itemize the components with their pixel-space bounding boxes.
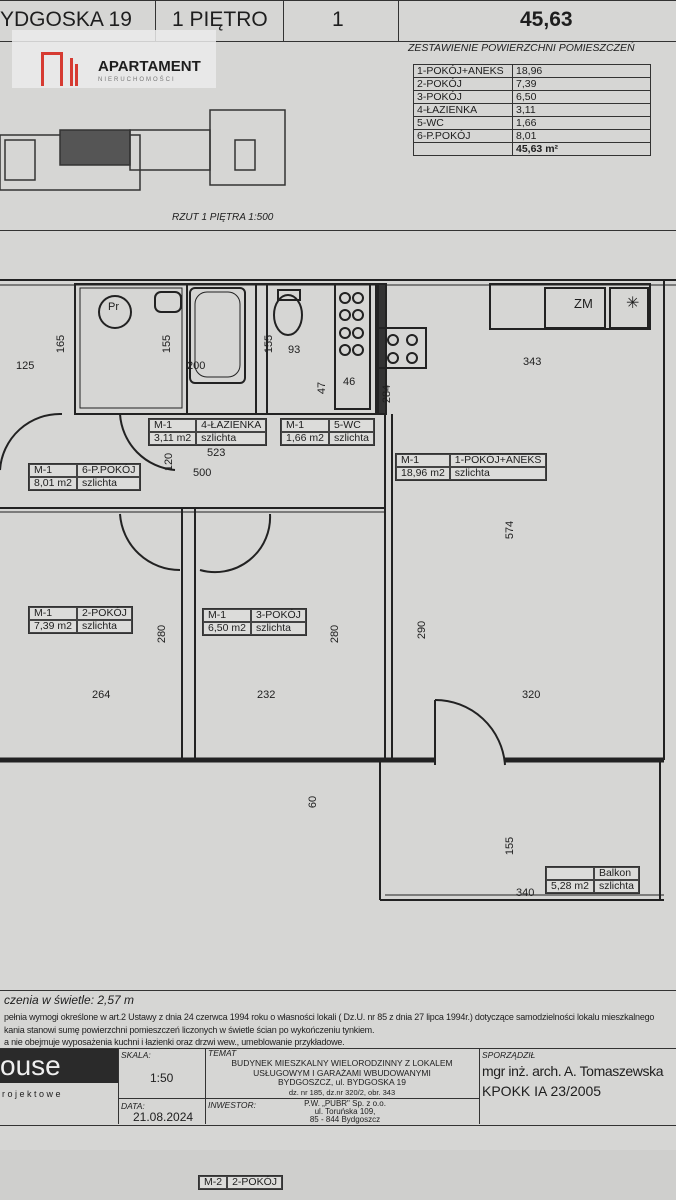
room-area: 3,11 — [512, 103, 651, 117]
header-row: YDGOSKA 19 1 PIĘTRO 1 45,63 — [0, 0, 676, 42]
brand-name: ouse — [0, 1050, 61, 1081]
dimension: 343 — [523, 356, 542, 368]
date-value: 21.08.2024 — [133, 1110, 194, 1124]
investor-label: INWESTOR: — [208, 1100, 257, 1110]
author-label: SPORZĄDZIŁ — [482, 1050, 536, 1060]
site-plan — [0, 109, 286, 191]
ceiling-height-note: czenia w świetle: 2,57 m — [4, 993, 135, 1007]
header-count: 1 — [332, 8, 344, 31]
dimension: 523 — [207, 447, 226, 459]
logo-mark-icon — [41, 52, 63, 86]
dimension: 264 — [92, 689, 111, 701]
note-line-1: pełnia wymogi określone w art.2 Ustawy z… — [4, 1012, 655, 1022]
room-name: 6-P.POKÓJ — [413, 129, 513, 143]
site-plan-caption: RZUT 1 PIĘTRA 1:500 — [172, 212, 274, 223]
scale-label: SKALA: — [121, 1050, 151, 1060]
topic: BUDYNEK MIESZKALNY WIELORODZINNY Z LOKAL… — [231, 1058, 453, 1097]
dimension: 232 — [257, 689, 276, 701]
author: mgr inż. arch. A. Tomaszewska — [482, 1063, 664, 1079]
dimension: 280 — [156, 624, 169, 644]
room-area: 7,39 — [512, 77, 651, 91]
note-line-3: a nie obejmuje wyposażenia kuchni i łazi… — [4, 1037, 345, 1047]
title-block: ouse r o j e k t o w e SKALA: 1:50 DATA:… — [0, 1048, 676, 1126]
dimension: 284 — [381, 384, 394, 404]
summary-title: ZESTAWIENIE POWIERZCHNI POMIESZCZEŃ — [408, 42, 635, 54]
topic-label: TEMAT — [208, 1048, 237, 1058]
zm-label: ZM — [574, 296, 593, 311]
scale-value: 1:50 — [150, 1071, 174, 1085]
dimension: 60 — [307, 795, 320, 809]
date-label: DATA: — [121, 1101, 145, 1111]
dimension: 155 — [263, 334, 276, 354]
dimension: 280 — [329, 624, 342, 644]
dimension: 125 — [16, 360, 35, 372]
dimension: 500 — [193, 467, 212, 479]
room-name: 3-POKÓJ — [413, 90, 513, 104]
dimension: 200 — [187, 360, 206, 372]
logo-name: APARTAMENT — [98, 58, 201, 75]
room-name: 4-ŁAZIENKA — [413, 103, 513, 117]
room-name: 1-POKÓJ+ANEKS — [413, 64, 513, 78]
license: KPOKK IA 23/2005 — [482, 1083, 602, 1099]
dimension: 46 — [343, 376, 356, 388]
dimension: 340 — [516, 887, 535, 899]
investor: P.W. „PUBR" Sp. z o.o.ul. Toruńska 109,8… — [304, 1099, 386, 1124]
room-name: 5-WC — [413, 116, 513, 130]
dimension: 120 — [163, 452, 176, 472]
floor-plan — [0, 279, 676, 901]
header-address: YDGOSKA 19 — [0, 8, 132, 31]
dimension: 93 — [288, 344, 301, 356]
cooktop-icon: ✳ — [626, 295, 640, 312]
room-name: 2-POKÓJ — [413, 77, 513, 91]
logo-sub: NIERUCHOMOŚCI — [98, 77, 176, 83]
logo: APARTAMENT NIERUCHOMOŚCI — [12, 30, 216, 88]
dimension: 155 — [504, 836, 517, 856]
room-area: 1,66 — [512, 116, 651, 130]
room-area: 6,50 — [512, 90, 651, 104]
brand-sub: r o j e k t o w e — [2, 1089, 61, 1099]
note-line-2: kania stanowi sumę powierzchni pomieszcz… — [4, 1025, 375, 1035]
dimension: 47 — [316, 381, 329, 395]
dimension: 574 — [504, 520, 517, 540]
total-area: 45,63 m² — [512, 142, 651, 156]
room-area: 18,96 — [512, 64, 651, 78]
header-floor: 1 PIĘTRO — [172, 8, 268, 31]
dimension: 165 — [55, 334, 68, 354]
table-row: 45,63 m² — [413, 142, 651, 156]
header-area: 45,63 — [520, 8, 573, 31]
dimension: 155 — [161, 334, 174, 354]
room-area: 8,01 — [512, 129, 651, 143]
dimension: 320 — [522, 689, 541, 701]
boiler-label: Pr — [108, 301, 119, 313]
dimension: 290 — [416, 620, 429, 640]
